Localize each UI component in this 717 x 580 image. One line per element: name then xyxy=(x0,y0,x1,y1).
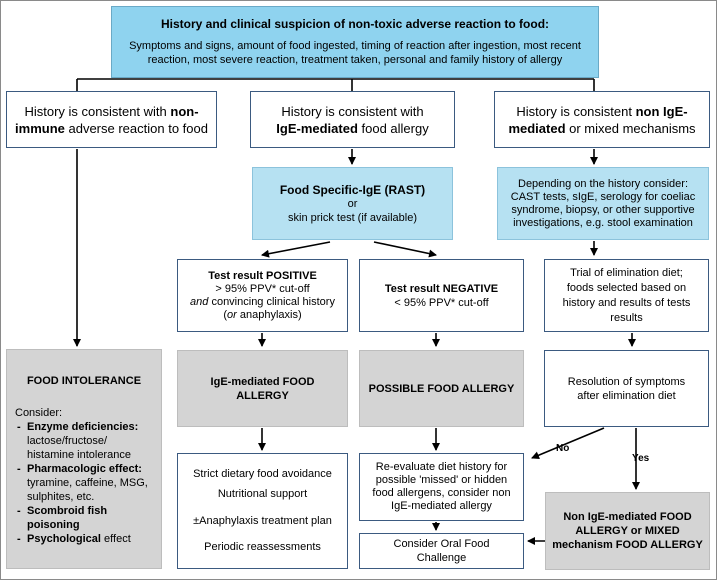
specific-ige-test-box: Food Specific-IgE (RAST) or skin prick t… xyxy=(252,167,453,240)
elimination-trial-box: Trial of elimination diet; foods selecte… xyxy=(544,259,709,332)
negative-title: Test result NEGATIVE xyxy=(384,282,499,295)
depending-text: Depending on the history consider: CAST … xyxy=(510,177,696,229)
positive-line2: and convincing clinical history (or anap… xyxy=(190,295,335,321)
elimination-trial-text: Trial of elimination diet; foods selecte… xyxy=(562,266,691,324)
positive-title: Test result POSITIVE xyxy=(208,269,317,282)
arrow-no xyxy=(531,427,605,459)
non-ige-text-post: or mixed mechanisms xyxy=(565,120,696,136)
consider-item-pharmacologic: Pharmacologic effect: tyramine, caffeine… xyxy=(17,462,153,504)
ige-history-box: History is consistent with IgE-mediated … xyxy=(250,91,455,148)
non-ige-history-box: History is consistent non IgE-mediated o… xyxy=(494,91,710,148)
mgmt-anaphylaxis: ±Anaphylaxis treatment plan xyxy=(193,514,332,527)
oral-challenge-text: Consider Oral Food Challenge xyxy=(393,538,490,564)
depending-box: Depending on the history consider: CAST … xyxy=(497,167,709,240)
non-immune-text-pre: History is consistent with xyxy=(24,103,171,119)
ige-history-bold: IgE-mediated xyxy=(276,120,358,136)
consider-item-scombroid: Scombroid fish poisoning xyxy=(17,504,153,532)
non-ige-food-allergy-label: Non IgE-mediated FOOD ALLERGY or MIXED m… xyxy=(552,511,703,551)
non-immune-history-box: History is consistent with non-immune ad… xyxy=(6,91,217,148)
test-alt: skin prick test (if available) xyxy=(288,211,417,224)
oral-challenge-box: Consider Oral Food Challenge xyxy=(359,533,524,569)
food-intolerance-box: FOOD INTOLERANCE Consider: Enzyme defici… xyxy=(6,349,162,569)
test-positive-box: Test result POSITIVE > 95% PPV* cut-off … xyxy=(177,259,348,332)
no-label: No xyxy=(556,443,570,454)
test-or: or xyxy=(347,197,358,210)
mgmt-reassess: Periodic reassessments xyxy=(204,540,321,553)
top-title: History and clinical suspicion of non-to… xyxy=(160,17,550,31)
test-title: Food Specific-IgE (RAST) xyxy=(279,182,426,197)
consider-item-psychological: Psychological effect xyxy=(17,532,153,546)
possible-food-allergy-label: POSSIBLE FOOD ALLERGY xyxy=(368,382,515,395)
non-immune-bold: non-immune xyxy=(15,103,199,136)
management-box: Strict dietary food avoidance Nutritiona… xyxy=(177,453,348,569)
resolution-text: Resolution of symptoms after elimination… xyxy=(567,375,686,402)
non-ige-food-allergy-box: Non IgE-mediated FOOD ALLERGY or MIXED m… xyxy=(545,492,710,570)
reevaluate-text: Re-evaluate diet history for possible 'm… xyxy=(372,461,511,512)
non-ige-bold: non IgE-mediated xyxy=(508,103,688,136)
ige-food-allergy-box: IgE-mediated FOOD ALLERGY xyxy=(177,350,348,427)
possible-food-allergy-box: POSSIBLE FOOD ALLERGY xyxy=(359,350,524,427)
resolution-box: Resolution of symptoms after elimination… xyxy=(544,350,709,427)
ige-history-text-pre: History is consistent with xyxy=(281,103,424,119)
food-intolerance-title: FOOD INTOLERANCE xyxy=(26,375,142,387)
arrow-to-negative xyxy=(373,241,437,258)
consider-label: Consider: xyxy=(15,407,63,419)
non-ige-text-pre: History is consistent xyxy=(516,103,636,119)
negative-line: < 95% PPV* cut-off xyxy=(394,296,489,309)
ige-food-allergy-label: IgE-mediated FOOD ALLERGY xyxy=(210,375,315,402)
consider-item-enzyme: Enzyme deficiencies: lactose/fructose/ h… xyxy=(17,420,153,462)
top-body: Symptoms and signs, amount of food inges… xyxy=(129,40,581,66)
yes-label: Yes xyxy=(632,453,650,464)
mgmt-nutrition: Nutritional support xyxy=(217,488,308,501)
ige-history-text-post: food allergy xyxy=(357,120,429,136)
top-history-box: History and clinical suspicion of non-to… xyxy=(111,6,599,78)
positive-line1: > 95% PPV* cut-off xyxy=(215,282,310,295)
arrow-to-positive xyxy=(261,241,331,258)
test-negative-box: Test result NEGATIVE < 95% PPV* cut-off xyxy=(359,259,524,332)
consider-list: Enzyme deficiencies: lactose/fructose/ h… xyxy=(15,420,153,546)
mgmt-avoidance: Strict dietary food avoidance xyxy=(193,468,332,481)
reevaluate-box: Re-evaluate diet history for possible 'm… xyxy=(359,453,524,521)
non-immune-text-post: adverse reaction to food xyxy=(64,120,208,136)
